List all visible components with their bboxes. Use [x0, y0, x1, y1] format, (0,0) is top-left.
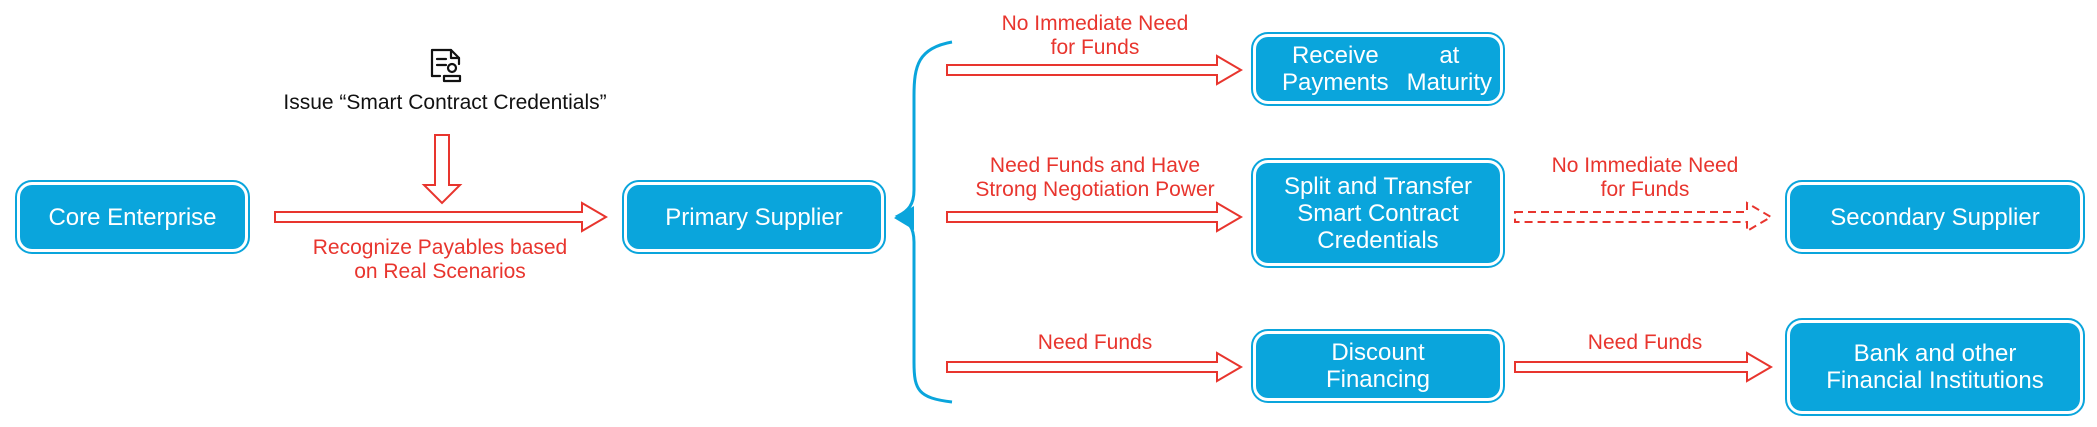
arrow-to-receive-payments	[946, 54, 1243, 86]
arrow-split-to-secondary-dashed	[1514, 201, 1773, 233]
arrow-discount-to-bank	[1514, 351, 1773, 383]
label-recognize-line-1: Recognize Payables based	[312, 236, 568, 259]
arrow-core-to-primary	[274, 201, 608, 233]
node-split-transfer-line-1: Split and Transfer	[1283, 172, 1473, 200]
contract-certificate-icon	[430, 48, 462, 83]
label-recognize-line-2: on Real Scenarios	[354, 260, 526, 283]
node-receive-payments-line-1: Receive Payments	[1281, 42, 1389, 96]
node-split-transfer-line-3: Credentials	[1317, 226, 1439, 254]
node-discount-financing: Discount Financing	[1251, 329, 1505, 403]
label-need-funds-left-line-1: Need Funds	[1037, 331, 1153, 354]
node-bank-line-2: Financial Institutions	[1826, 367, 2044, 394]
node-discount-financing-line-1: Discount	[1331, 339, 1425, 366]
label-no-need-right-line-1: No Immediate Need	[1551, 154, 1739, 177]
node-core-enterprise: Core Enterprise	[15, 180, 250, 254]
brace-pointer	[894, 206, 914, 230]
label-need-funds-left: Need Funds	[990, 331, 1200, 355]
label-need-power-line-2: Strong Negotiation Power	[975, 178, 1215, 201]
label-no-need-top-line-1: No Immediate Need	[1001, 12, 1189, 35]
node-secondary-supplier: Secondary Supplier	[1785, 180, 2085, 254]
node-receive-payments: Receive Payments at Maturity	[1251, 32, 1505, 106]
node-secondary-supplier-line-1: Secondary Supplier	[1830, 203, 2040, 231]
label-need-funds-right-line-1: Need Funds	[1587, 331, 1703, 354]
label-no-need-top: No Immediate Need for Funds	[940, 12, 1250, 60]
issue-credentials-label: Issue “Smart Contract Credentials”	[283, 91, 607, 114]
label-need-power: Need Funds and Have Strong Negotiation P…	[930, 154, 1260, 202]
arrow-to-split-transfer	[946, 201, 1243, 233]
label-need-funds-right: Need Funds	[1540, 331, 1750, 355]
node-split-transfer: Split and Transfer Smart Contract Creden…	[1251, 158, 1505, 268]
node-split-transfer-line-2: Smart Contract	[1297, 199, 1459, 227]
label-need-power-line-1: Need Funds and Have	[989, 154, 1201, 177]
node-core-enterprise-line-1: Core Enterprise	[48, 203, 217, 231]
node-discount-financing-line-2: Financing	[1325, 366, 1431, 393]
node-primary-supplier-line-1: Primary Supplier	[665, 203, 843, 231]
node-receive-payments-line-2: at Maturity	[1406, 42, 1493, 96]
node-primary-supplier: Primary Supplier	[622, 180, 886, 254]
label-no-need-top-line-2: for Funds	[1050, 36, 1140, 59]
label-no-need-right-line-2: for Funds	[1600, 178, 1690, 201]
arrow-to-discount-financing	[946, 351, 1243, 383]
node-bank: Bank and other Financial Institutions	[1785, 318, 2085, 416]
node-bank-line-1: Bank and other	[1853, 340, 2017, 367]
arrow-issue-down	[421, 134, 463, 205]
label-recognize-payables: Recognize Payables based on Real Scenari…	[265, 236, 615, 284]
label-no-need-right: No Immediate Need for Funds	[1500, 154, 1790, 202]
